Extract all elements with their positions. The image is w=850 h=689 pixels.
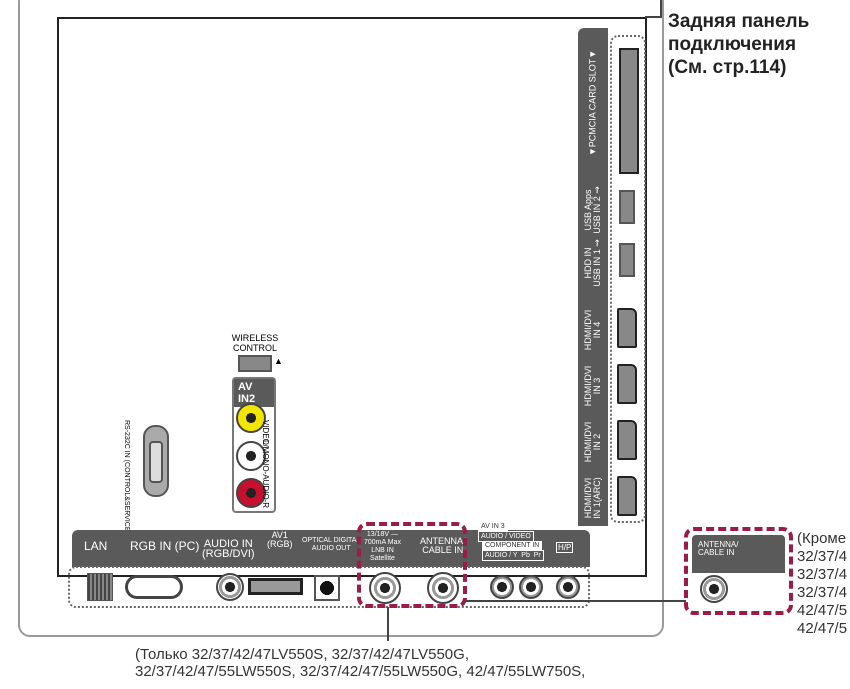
antenna-label: ANTENNA/ CABLE IN <box>420 536 466 555</box>
pcmcia-label: ▼PCMCIA CARD SLOT▼ <box>587 49 598 157</box>
av-in3-label: AV IN 3 <box>478 522 508 531</box>
video-jack-yellow[interactable] <box>236 403 266 433</box>
component-sub-label: AUDIO / Y Pb Pr <box>482 550 544 561</box>
usb2-label: USB Apps USB IN 2 ⇝ <box>583 186 602 234</box>
note-line: 32/37/4 <box>797 566 848 583</box>
bottom-label-strip: LAN RGB IN (PC) AUDIO IN (RGB/DVI) AV1 (… <box>72 522 590 567</box>
rs232-pins <box>149 441 163 483</box>
audio-r-jack-red[interactable] <box>236 478 266 508</box>
inset-label: ANTENNA/ CABLE IN <box>692 535 785 573</box>
note-line: (Только 32/37/42/47LV550S, 32/37/42/47LV… <box>135 646 469 663</box>
note-line: (Кроме <box>797 530 847 547</box>
rs232-label: RS-232C IN (CONTROL&SERVICE) <box>123 420 130 534</box>
side-ports-group <box>610 35 646 523</box>
hdmi3-label: HDMI/DVI IN 3 <box>583 365 602 407</box>
wireless-label: WIRELESS CONTROL <box>231 333 279 353</box>
title-line: (См. стр.114) <box>668 57 787 78</box>
hdmi2-port[interactable] <box>617 420 637 460</box>
hdmi4-port[interactable] <box>617 308 637 348</box>
audio-in-jack[interactable] <box>216 573 244 601</box>
note-right: (Кроме 32/37/4 32/37/4 32/37/4 42/47/5 4… <box>797 530 850 638</box>
callout-line <box>660 0 662 18</box>
rgb-port[interactable] <box>125 575 183 599</box>
satellite-highlight <box>357 522 467 608</box>
note-line: 32/37/42/47/55LW550S, 32/37/42/47/55LW55… <box>135 663 586 680</box>
component-label: COMPONENT IN <box>482 541 543 550</box>
hdmi2-label: HDMI/DVI IN 2 <box>583 421 602 463</box>
usb1-label: HDD IN USB IN 1 ⇝ <box>583 239 602 287</box>
optical-label: OPTICAL DIGITAL AUDIO OUT <box>302 537 361 552</box>
bottom-ports-group <box>68 566 590 608</box>
wireless-control-port[interactable] <box>238 355 272 372</box>
hdmi1-label: HDMI/DVI IN 1(ARC) <box>583 477 602 519</box>
audio-l-jack-white[interactable] <box>236 441 266 471</box>
hdmi4-label: HDMI/DVI IN 4 <box>583 309 602 351</box>
note-line: 32/37/4 <box>797 584 848 601</box>
tv-back-outline <box>18 0 664 637</box>
hdmi3-port[interactable] <box>617 364 637 404</box>
component-y-jack[interactable] <box>519 575 543 599</box>
note-connector-line <box>387 607 389 641</box>
lnb-label: 13/18V — 700mA Max LNB IN Satellite <box>364 531 401 562</box>
callout-line <box>645 16 662 18</box>
optical-port[interactable] <box>314 575 340 601</box>
tv-back-panel <box>57 17 647 577</box>
side-label-strip: ▼PCMCIA CARD SLOT▼ USB Apps USB IN 2 ⇝ H… <box>578 28 608 526</box>
arrow-up-icon: ▲ <box>274 356 283 366</box>
component-audio-jack[interactable] <box>490 575 514 599</box>
callout-title: Задняя панель подключения (См. стр.114) <box>668 10 809 79</box>
headphone-jack[interactable] <box>556 575 580 599</box>
hdmi1-port[interactable] <box>617 476 637 516</box>
note-line: 42/47/5 <box>797 620 848 637</box>
inset-antenna-jack[interactable] <box>700 575 728 603</box>
antenna-jack[interactable] <box>427 572 459 604</box>
note-line: 42/47/5 <box>797 602 848 619</box>
antenna-inset: ANTENNA/ CABLE IN <box>684 527 793 615</box>
audio-in-label: AUDIO IN (RGB/DVI) <box>202 538 255 560</box>
note-bottom: (Только 32/37/42/47LV550S, 32/37/42/47LV… <box>135 646 585 680</box>
pcmcia-slot[interactable] <box>619 48 639 174</box>
hp-label: H/P <box>556 542 574 553</box>
av-in2-panel: AV IN2 <box>232 377 276 513</box>
usb2-port[interactable] <box>619 190 635 224</box>
av1-scart-port[interactable] <box>248 578 303 595</box>
title-line: подключения <box>668 34 797 55</box>
inset-connector-line <box>466 600 686 602</box>
usb1-port[interactable] <box>619 243 635 277</box>
note-line: 32/37/4 <box>797 548 848 565</box>
rgb-label: RGB IN (PC) <box>130 539 200 553</box>
rs232-port[interactable] <box>143 425 169 497</box>
av1-label: AV1 (RGB) <box>267 530 293 549</box>
title-line: Задняя панель <box>668 11 810 32</box>
audio-label: L/MONO-AUDIO-R <box>261 440 270 508</box>
av-in2-title: AV IN2 <box>234 379 274 407</box>
lnb-jack[interactable] <box>369 572 401 604</box>
lan-label: LAN <box>84 539 108 553</box>
lan-port[interactable] <box>87 573 113 601</box>
